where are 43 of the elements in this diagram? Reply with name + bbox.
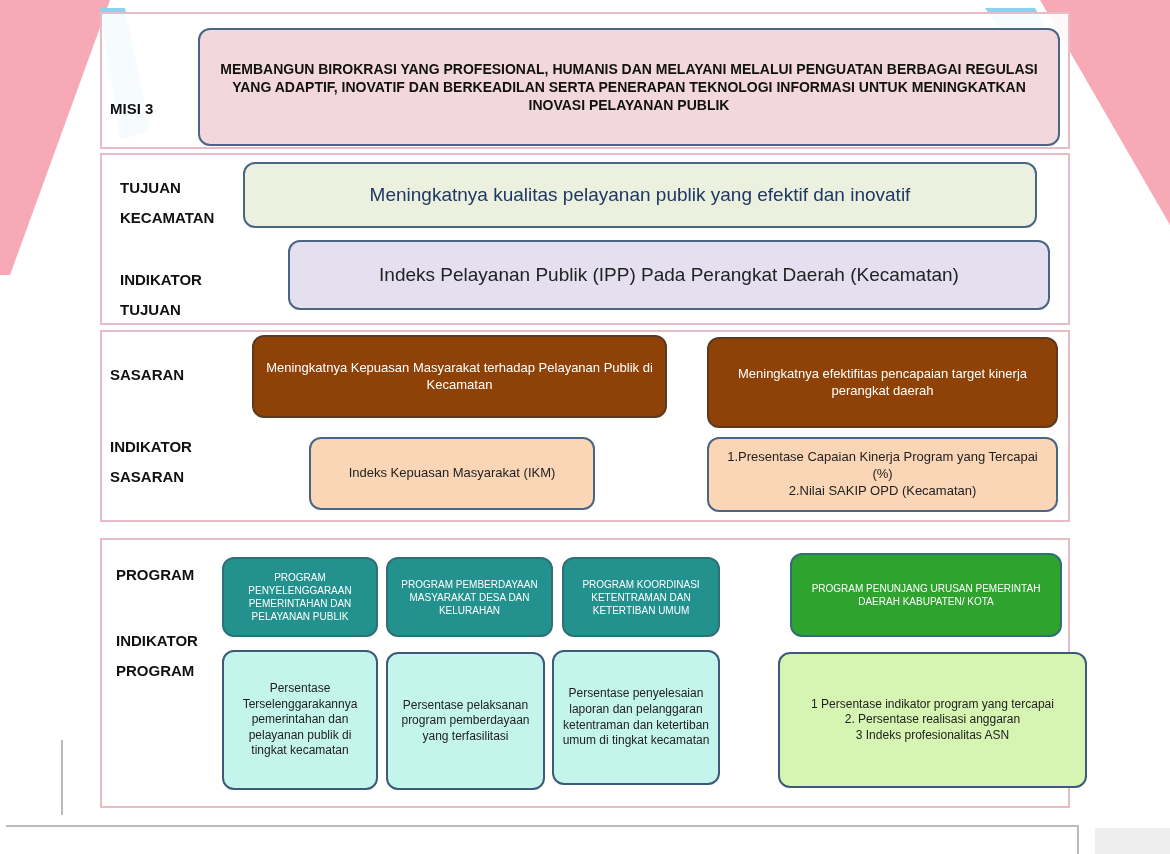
section-panel bbox=[100, 153, 1070, 325]
indicator-box bbox=[288, 240, 1050, 310]
box-text: 1.Presentase Capaian Kinerja Program yang Tercapai (%) bbox=[726, 449, 1039, 483]
box-text: PROGRAM PENUNJANG URUSAN PEMERINTAH DAERAH KABUPATEN/ KOTA bbox=[810, 582, 1042, 608]
row-label: TUJUAN KECAMATAN bbox=[120, 178, 216, 228]
goal-box bbox=[243, 162, 1037, 228]
box-text: 2. Persentase realisasi anggaran bbox=[844, 712, 1021, 728]
program-box bbox=[790, 553, 1062, 637]
box-text: PROGRAM KOORDINASI KETENTRAMAN DAN KETERTIBAN UMUM bbox=[581, 577, 701, 617]
target-box bbox=[252, 335, 667, 418]
box-text: Persentase penyelesaian laporan dan pelanggaran ketentraman dan ketertiban umum di tingkat kecamatan bbox=[562, 686, 710, 749]
row-label: INDIKATOR PROGRAM bbox=[116, 631, 199, 681]
indicator-box bbox=[552, 650, 720, 785]
mission-box bbox=[198, 28, 1060, 146]
box-text: 3 Indeks profesionalitas ASN bbox=[855, 727, 1010, 744]
box-text: Persentase pelaksanan program pemberdayaan yang terfasilitasi bbox=[400, 697, 531, 745]
indicator-box bbox=[707, 437, 1058, 512]
indicator-box bbox=[778, 652, 1087, 788]
row-label: INDIKATOR TUJUAN bbox=[120, 270, 203, 320]
section-panel bbox=[100, 12, 1070, 149]
box-text: Persentase Terselenggarakannya pemerintahan dan pelayanan publik di tingkat kecamatan bbox=[241, 681, 359, 759]
indicator-box bbox=[309, 437, 595, 510]
box-text: Meningkatnya kualitas pelayanan publik yang efektif dan inovatif bbox=[369, 182, 911, 207]
box-text: Meningkatnya efektifitas pencapaian target kinerja perangkat daerah bbox=[736, 365, 1029, 400]
indicator-box bbox=[386, 652, 545, 790]
program-box bbox=[386, 557, 553, 637]
section-panel bbox=[100, 330, 1070, 522]
row-label: PROGRAM bbox=[116, 565, 196, 585]
target-box bbox=[707, 337, 1058, 428]
indicator-box bbox=[222, 650, 378, 790]
box-text: Meningkatnya Kepuasan Masyarakat terhadap Pelayanan Publik di Kecamatan bbox=[265, 359, 654, 394]
row-label: MISI 3 bbox=[110, 99, 155, 119]
box-text: MEMBANGUN BIROKRASI YANG PROFESIONAL, HUMANIS DAN MELAYANI MELALUI PENGUATAN BERBAGAI REGULASI YANG ADAPTIF, INOVATIF DAN BERKEADILAN SERTA PENERAPAN TEKNOLOGI INFORMASI UNTUK MENINGKATKAN INOVASI PELAYANAN PUBLIK bbox=[219, 59, 1039, 115]
box-text: PROGRAM PEMBERDAYAAN MASYARAKAT DESA DAN KELURAHAN bbox=[400, 577, 539, 617]
box-text: Indeks Kepuasan Masyarakat (IKM) bbox=[348, 465, 556, 482]
box-text: Indeks Pelayanan Publik (IPP) Pada Perangkat Daerah (Kecamatan) bbox=[379, 262, 959, 287]
program-box bbox=[562, 557, 720, 637]
row-label: INDIKATOR SASARAN bbox=[110, 437, 193, 487]
box-text: 1 Persentase indikator program yang tercapai bbox=[811, 696, 1054, 713]
box-text: PROGRAM PENYELENGGARAAN PEMERINTAHAN DAN PELAYANAN PUBLIK bbox=[247, 571, 353, 623]
program-box bbox=[222, 557, 378, 637]
box-text: 2.Nilai SAKIP OPD (Kecamatan) bbox=[788, 482, 977, 500]
row-label: SASARAN bbox=[110, 365, 186, 385]
